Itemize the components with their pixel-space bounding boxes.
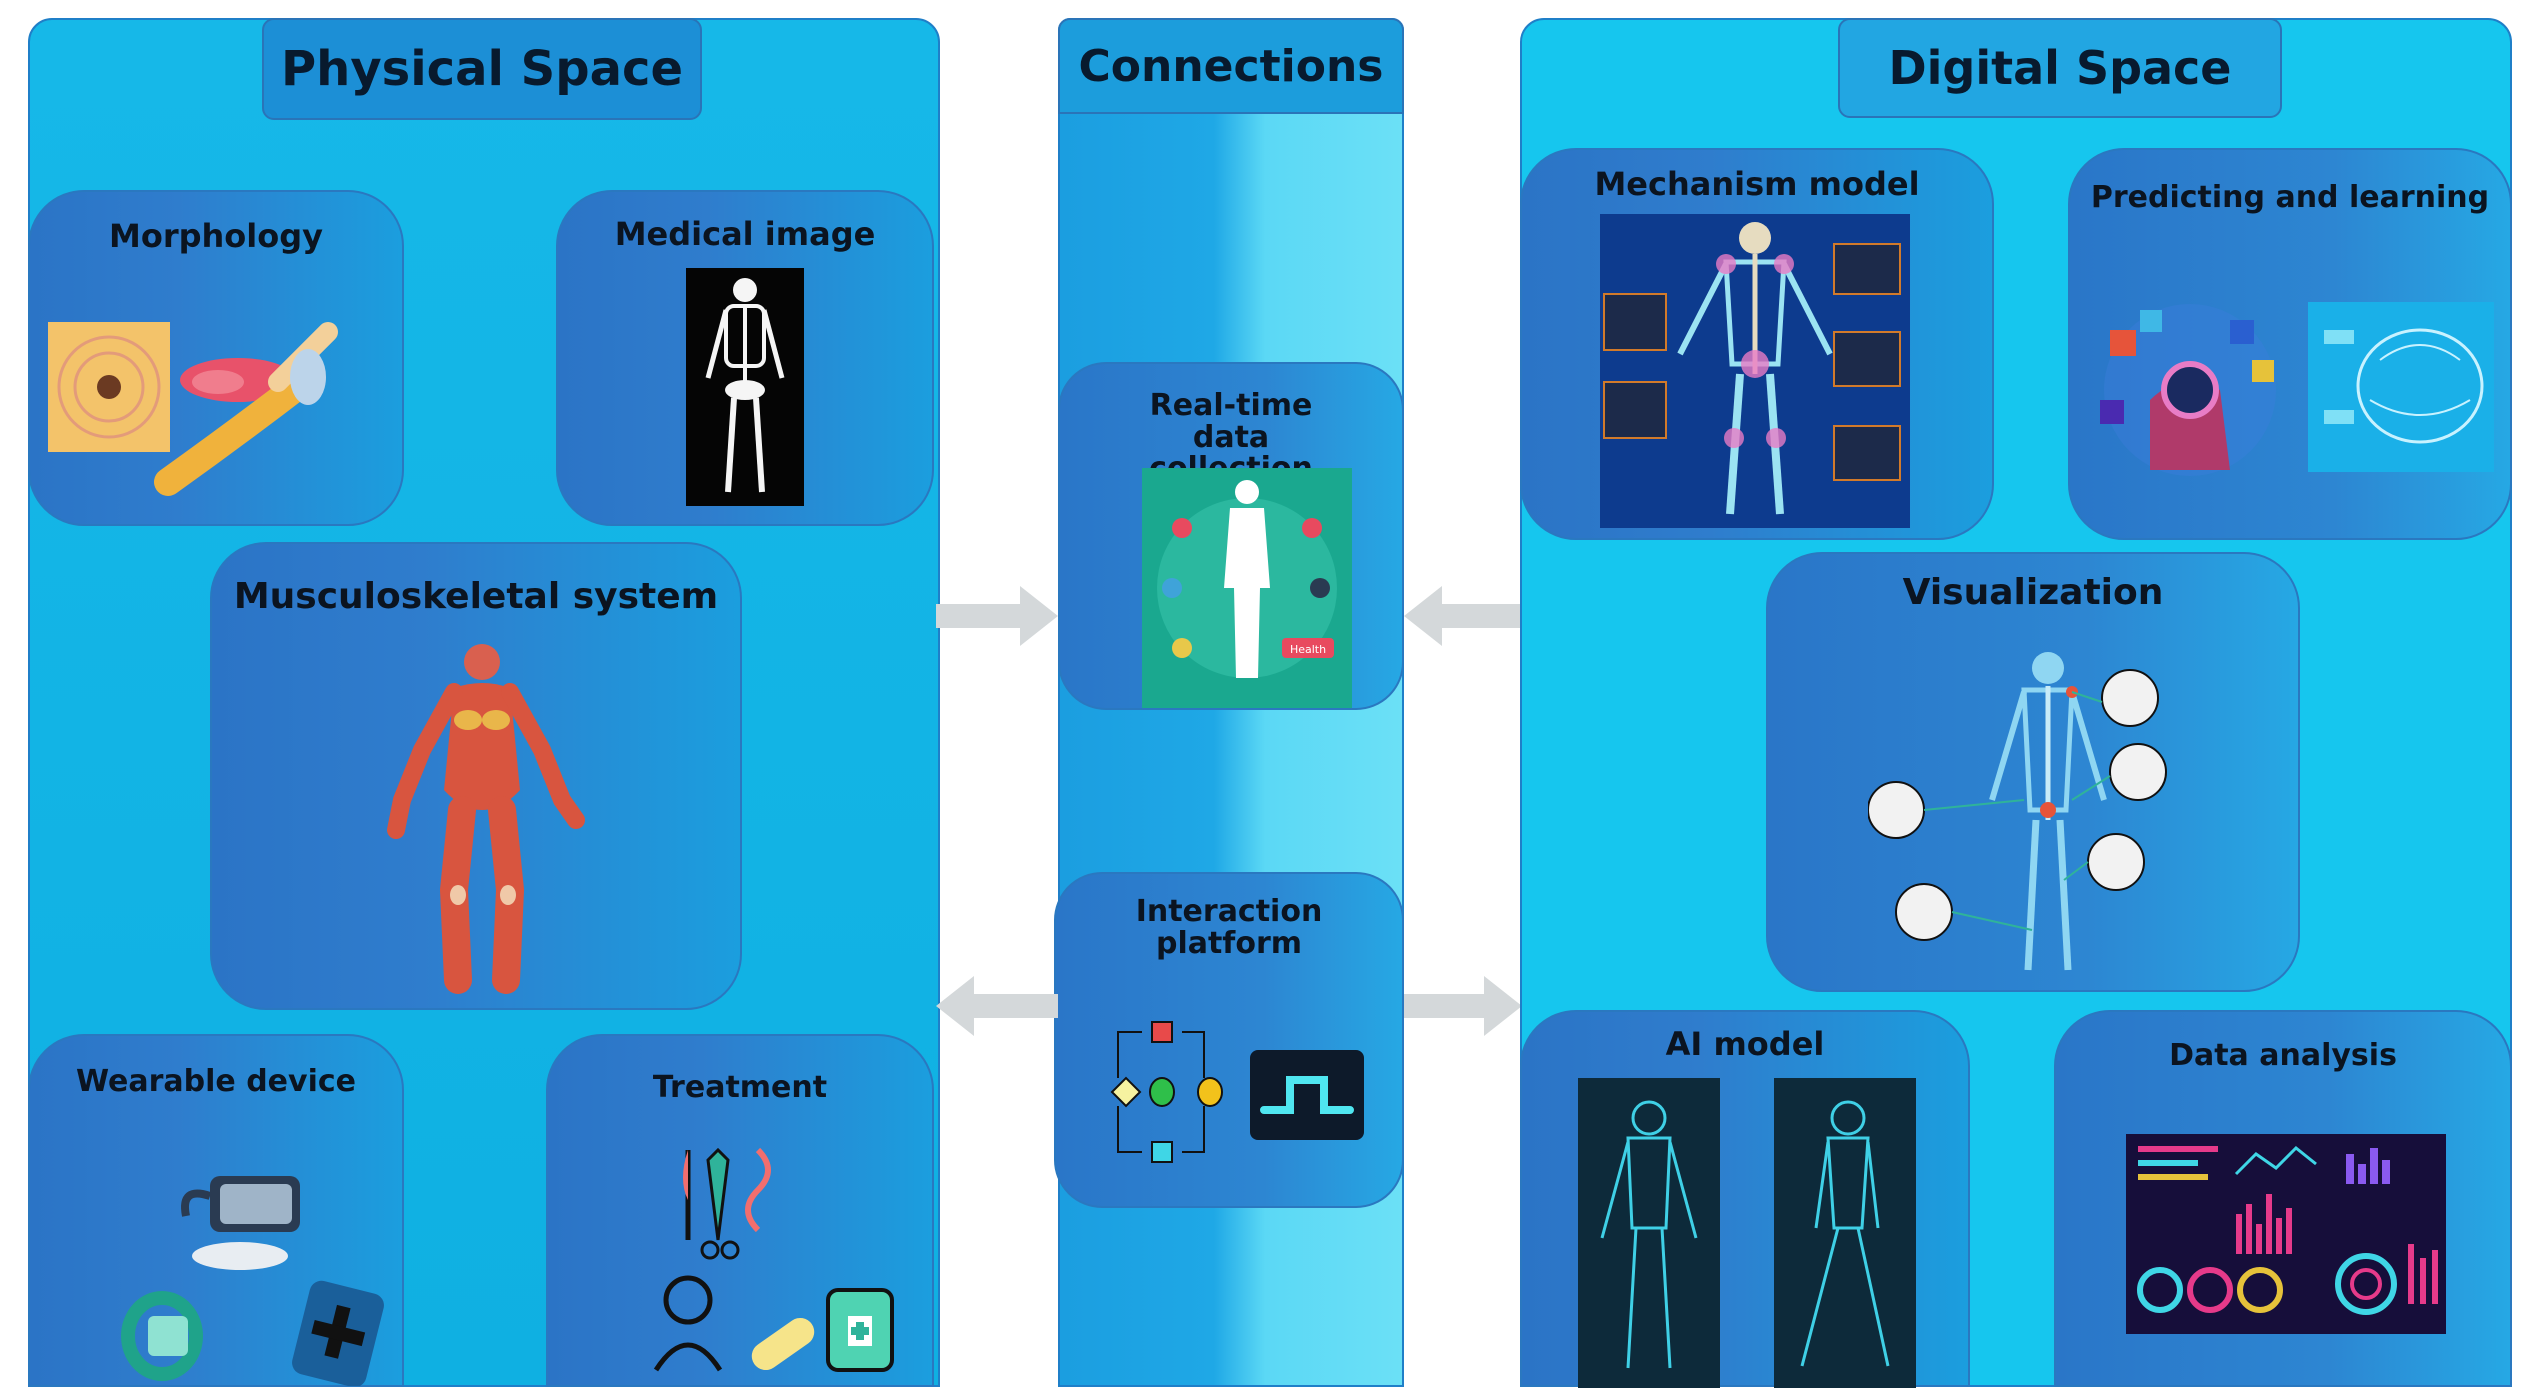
medical-image-box: Medical image xyxy=(556,190,934,526)
ai-learning-image xyxy=(2100,302,2494,476)
arrow-physical-to-connections xyxy=(936,586,1058,646)
connections-title: Connections xyxy=(1058,18,1404,114)
arrow-connections-to-digital xyxy=(1404,976,1522,1036)
interaction-platform-box: Interaction platform xyxy=(1054,872,1404,1208)
wearable-devices-image xyxy=(121,1176,384,1386)
data-analysis-box: Data analysis xyxy=(2054,1010,2512,1387)
skeleton-xray-image xyxy=(686,268,804,506)
data-analysis-label: Data analysis xyxy=(2169,1038,2397,1073)
visualization-label: Visualization xyxy=(1902,572,2164,613)
realtime-data-box: Real-time data collection Health xyxy=(1058,362,1404,710)
morphology-image xyxy=(48,322,338,496)
treatment-label: Treatment xyxy=(652,1070,828,1105)
mechanism-model-label: Mechanism model xyxy=(1594,165,1920,203)
digital-space-title: Digital Space xyxy=(1838,18,2282,118)
musculoskeletal-box: Musculoskeletal system xyxy=(210,542,742,1010)
skeleton-model-image xyxy=(1600,214,1910,528)
circuit-icon xyxy=(1250,1050,1364,1140)
medical-image-label: Medical image xyxy=(614,215,876,253)
treatment-box: Treatment xyxy=(546,1034,934,1387)
joint-visualization-image xyxy=(1868,652,2167,971)
visualization-box: Visualization xyxy=(1766,552,2300,992)
morphology-box: Morphology xyxy=(28,190,404,526)
muscle-body-image xyxy=(387,644,585,994)
predicting-learning-box: Predicting and learning xyxy=(2068,148,2512,540)
wearable-device-box: Wearable device xyxy=(28,1034,404,1387)
health-tag-text: Health xyxy=(1290,643,1326,656)
wireframe-bodies-image xyxy=(1578,1078,1916,1388)
interaction-platform-label: Interaction platform xyxy=(1135,894,1323,961)
ai-model-box: AI model xyxy=(1520,1010,1970,1388)
arrow-digital-to-connections xyxy=(1404,586,1522,646)
ai-model-label: AI model xyxy=(1665,1025,1825,1063)
physical-space-title: Physical Space xyxy=(262,18,702,120)
musculoskeletal-label: Musculoskeletal system xyxy=(233,576,719,617)
predicting-learning-label: Predicting and learning xyxy=(2090,180,2490,215)
mechanism-model-box: Mechanism model xyxy=(1520,148,1994,540)
arrow-connections-to-physical xyxy=(936,976,1058,1036)
treatment-tools-image xyxy=(653,1147,894,1372)
dashboard-image xyxy=(2126,1134,2446,1334)
wearable-device-label: Wearable device xyxy=(76,1064,356,1099)
interaction-flow-icon xyxy=(1110,1021,1223,1163)
health-data-image: Health xyxy=(1142,468,1352,708)
morphology-label: Morphology xyxy=(109,217,323,255)
